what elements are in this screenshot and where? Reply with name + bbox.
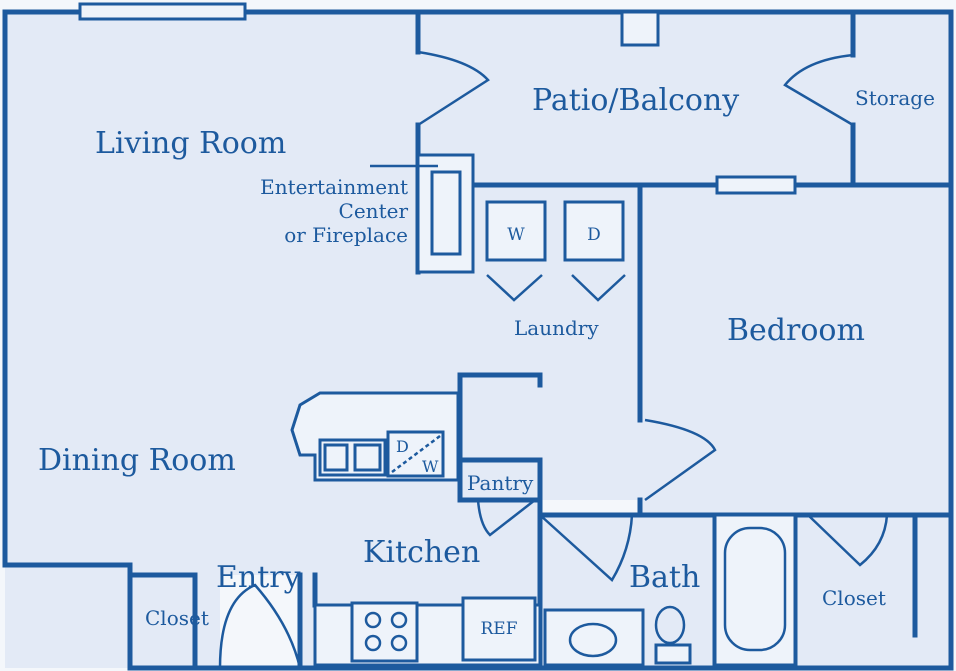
label-dryer: D bbox=[587, 225, 601, 245]
toilet-bowl bbox=[654, 605, 686, 645]
label-entertainment-2: Center bbox=[339, 199, 409, 223]
label-laundry: Laundry bbox=[514, 316, 599, 340]
entry-door bbox=[218, 583, 302, 669]
bedroom-closet-area bbox=[795, 515, 951, 668]
laundry-fixtures bbox=[485, 200, 626, 302]
bathtub bbox=[713, 513, 797, 667]
patio-post bbox=[620, 10, 660, 47]
doors bbox=[218, 50, 889, 669]
pantry-door bbox=[476, 499, 536, 537]
labels: Living Room Patio/Balcony Storage Entert… bbox=[38, 83, 935, 639]
kitchen-counter bbox=[290, 391, 460, 482]
window-living bbox=[78, 2, 247, 21]
label-bedroom: Bedroom bbox=[727, 313, 865, 348]
label-closet-entry: Closet bbox=[145, 606, 209, 630]
sink bbox=[568, 622, 618, 658]
kitchen-appliances bbox=[313, 596, 542, 667]
storage-door bbox=[783, 53, 854, 127]
washer bbox=[485, 200, 547, 262]
entertainment-center bbox=[370, 153, 475, 274]
label-pantry: Pantry bbox=[467, 471, 534, 495]
bath-fixtures bbox=[543, 513, 797, 667]
label-refrigerator: REF bbox=[480, 619, 517, 639]
label-entertainment-3: or Fireplace bbox=[284, 223, 408, 247]
bath-door bbox=[539, 514, 634, 582]
bedroom-door bbox=[644, 418, 717, 502]
label-closet-bedroom: Closet bbox=[822, 586, 886, 610]
label-storage: Storage bbox=[855, 86, 935, 110]
closet-door bbox=[807, 514, 889, 567]
toilet-tank bbox=[654, 643, 692, 665]
main-living-area bbox=[5, 12, 640, 668]
windows bbox=[78, 2, 797, 195]
sink-left bbox=[323, 443, 349, 472]
stove bbox=[350, 601, 419, 663]
label-bath: Bath bbox=[629, 560, 700, 595]
label-dishwasher-w: W bbox=[422, 457, 439, 476]
label-entry: Entry bbox=[216, 560, 301, 595]
entry-closet-area bbox=[130, 575, 220, 668]
dryer bbox=[563, 200, 625, 262]
sink-right bbox=[353, 443, 382, 472]
label-kitchen: Kitchen bbox=[363, 535, 480, 570]
window-bedroom bbox=[715, 175, 797, 195]
patio-door bbox=[417, 50, 490, 127]
label-dining-room: Dining Room bbox=[38, 443, 236, 478]
walls bbox=[2, 9, 954, 671]
label-washer: W bbox=[507, 225, 525, 245]
label-patio: Patio/Balcony bbox=[532, 83, 739, 118]
label-dishwasher-d: D bbox=[396, 437, 409, 456]
bedroom-area bbox=[640, 185, 951, 515]
storage-area bbox=[853, 12, 951, 185]
label-entertainment-1: Entertainment bbox=[260, 175, 408, 199]
refrigerator bbox=[461, 596, 537, 662]
label-living-room: Living Room bbox=[95, 126, 286, 161]
